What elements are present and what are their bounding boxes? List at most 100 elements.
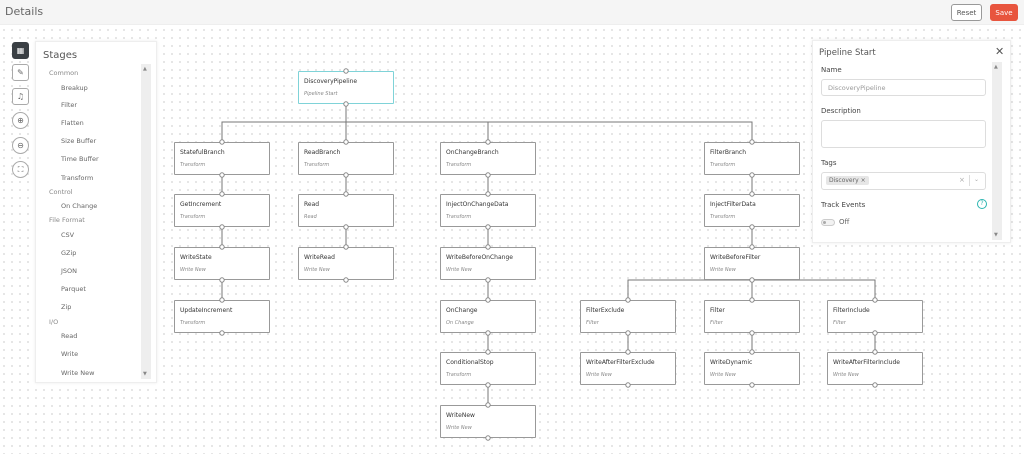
node-name: WriteRead bbox=[304, 254, 335, 261]
stage-item[interactable]: Transform bbox=[61, 174, 94, 182]
description-textarea[interactable] bbox=[821, 120, 986, 148]
node-type: Transform bbox=[710, 162, 736, 168]
node-type: Pipeline Start bbox=[304, 91, 338, 97]
node-name: WriteAfterFilterInclude bbox=[833, 359, 900, 366]
stage-item[interactable]: JSON bbox=[61, 267, 78, 275]
toggle-state: Off bbox=[839, 218, 850, 226]
tags-select[interactable]: Discovery × × ⌄ bbox=[821, 172, 986, 190]
edit-icon[interactable]: ✎ bbox=[12, 64, 29, 81]
scroll-up-icon[interactable]: ▲ bbox=[994, 64, 998, 70]
node-name: StatefulBranch bbox=[180, 149, 225, 156]
panel-title: Pipeline Start bbox=[819, 48, 876, 58]
stage-category: Common bbox=[49, 69, 79, 77]
node-type: Filter bbox=[586, 320, 599, 326]
scroll-up-icon[interactable]: ▲ bbox=[143, 66, 147, 72]
tag-label: Discovery bbox=[829, 177, 859, 184]
node-type: Write New bbox=[446, 425, 472, 431]
node-name: FilterBranch bbox=[710, 149, 747, 156]
node-type: Write New bbox=[833, 372, 859, 378]
node-name: WriteDynamic bbox=[710, 359, 753, 366]
remove-tag-icon[interactable]: × bbox=[860, 177, 866, 184]
node-name: WriteState bbox=[180, 254, 212, 261]
node-type: Filter bbox=[833, 320, 846, 326]
scroll-down-icon[interactable]: ▼ bbox=[994, 232, 998, 238]
help-icon[interactable]: ? bbox=[977, 199, 987, 209]
node-name: OnChangeBranch bbox=[446, 149, 499, 156]
pipeline-start-panel: Pipeline Start ✕ Name DiscoveryPipeline … bbox=[812, 40, 1011, 243]
stage-item[interactable]: CSV bbox=[61, 231, 75, 239]
reset-button[interactable]: Reset bbox=[951, 4, 982, 21]
node-type: Write New bbox=[446, 267, 472, 273]
node-name: OnChange bbox=[446, 307, 478, 314]
track-events-label: Track Events bbox=[821, 201, 866, 209]
node-type: Transform bbox=[304, 162, 330, 168]
bell-icon[interactable]: ♫ bbox=[12, 88, 29, 105]
stage-item[interactable]: Filter bbox=[61, 101, 78, 109]
name-input[interactable]: DiscoveryPipeline bbox=[821, 79, 986, 96]
stage-item[interactable]: Size Buffer bbox=[61, 137, 97, 145]
node-type: Write New bbox=[710, 372, 736, 378]
header: Details Reset Save bbox=[0, 0, 1024, 25]
stages-title: Stages bbox=[43, 50, 78, 61]
node-name: InjectFilterData bbox=[710, 201, 756, 208]
track-events-toggle[interactable] bbox=[821, 219, 835, 226]
node-type: Transform bbox=[180, 214, 206, 220]
node-name: GetIncrement bbox=[180, 201, 222, 208]
fit-screen-icon[interactable]: ⛶ bbox=[12, 161, 29, 178]
close-icon[interactable]: ✕ bbox=[995, 45, 1005, 58]
stage-category: I/O bbox=[49, 318, 59, 326]
name-label: Name bbox=[821, 66, 842, 74]
zoom-out-icon[interactable]: ⊖ bbox=[12, 137, 29, 154]
connector bbox=[345, 104, 753, 142]
panel-scrollbar[interactable]: ▲ ▼ bbox=[992, 62, 1002, 240]
stage-item[interactable]: GZip bbox=[61, 249, 77, 257]
connector bbox=[752, 279, 876, 300]
node-name: UpdateIncrement bbox=[180, 307, 233, 314]
stage-item[interactable]: Flatten bbox=[61, 119, 84, 127]
node-name: Read bbox=[304, 201, 320, 208]
node-name: InjectOnChangeData bbox=[446, 201, 509, 208]
clear-icon[interactable]: × bbox=[959, 176, 965, 184]
node-type: Transform bbox=[446, 214, 472, 220]
node-type: Read bbox=[304, 214, 317, 220]
stages-scrollbar[interactable]: ▲ ▼ bbox=[141, 64, 151, 379]
chevron-down-icon[interactable]: ⌄ bbox=[974, 176, 980, 183]
node-type: On Change bbox=[446, 320, 474, 326]
stage-item[interactable]: Parquet bbox=[61, 285, 86, 293]
stage-item[interactable]: Breakup bbox=[61, 84, 88, 92]
tag-chip: Discovery × bbox=[826, 176, 869, 185]
stages-toggle-icon[interactable]: ▦ bbox=[12, 42, 29, 59]
node-name: FilterInclude bbox=[833, 307, 870, 314]
save-button[interactable]: Save bbox=[990, 4, 1018, 21]
node-name: DiscoveryPipeline bbox=[304, 78, 358, 85]
stage-item[interactable]: Read bbox=[61, 332, 78, 340]
node-name: Filter bbox=[710, 307, 725, 314]
node-type: Transform bbox=[180, 162, 206, 168]
stage-item[interactable]: Write bbox=[61, 350, 79, 358]
stage-item[interactable]: Time Buffer bbox=[61, 155, 99, 163]
page-title: Details bbox=[5, 5, 44, 18]
node-type: Write New bbox=[304, 267, 330, 273]
connector bbox=[627, 279, 752, 300]
node-name: WriteNew bbox=[446, 412, 475, 419]
node-type: Filter bbox=[710, 320, 723, 326]
stage-item[interactable]: On Change bbox=[61, 202, 98, 210]
node-type: Transform bbox=[710, 214, 736, 220]
scroll-down-icon[interactable]: ▼ bbox=[143, 371, 147, 377]
stage-item[interactable]: Write New bbox=[61, 369, 95, 377]
stage-item[interactable]: Zip bbox=[61, 303, 72, 311]
node-type: Write New bbox=[710, 267, 736, 273]
node-name: WriteAfterFilterExclude bbox=[586, 359, 655, 366]
node-name: WriteBeforeOnChange bbox=[446, 254, 513, 261]
zoom-in-icon[interactable]: ⊕ bbox=[12, 112, 29, 129]
